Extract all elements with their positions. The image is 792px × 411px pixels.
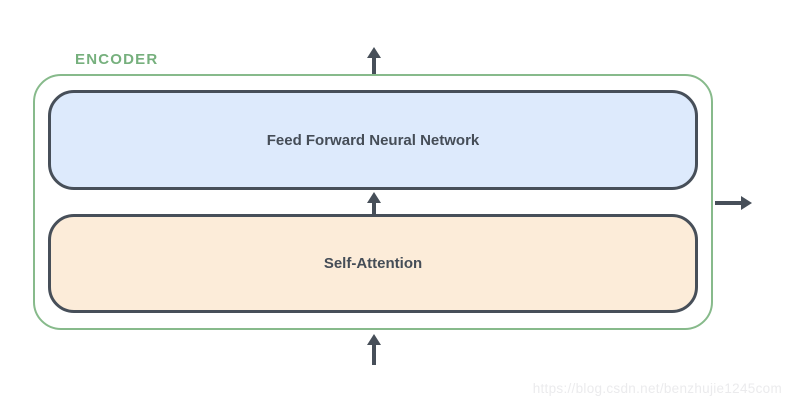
arrow-shaft [372,203,376,214]
watermark: https://blog.csdn.net/benzhujie1245com [532,381,782,396]
side-output-arrow-right-icon [715,196,752,210]
arrow-head-icon [367,47,381,58]
arrow-shaft [372,345,376,365]
feed-forward-label: Feed Forward Neural Network [266,131,480,149]
self-attention-label: Self-Attention [323,255,423,272]
arrow-head-icon [741,196,752,210]
arrow-head-icon [367,334,381,345]
feed-forward-block: Feed Forward Neural Network [48,90,698,190]
encoder-label: ENCODER [75,51,159,68]
arrow-head-icon [367,192,381,203]
encoder-box [33,74,713,330]
input-arrow-up-icon [367,334,381,365]
self-attention-block: Self-Attention [48,214,698,313]
arrow-shaft [372,58,376,74]
attention-to-ffn-arrow-up-icon [367,192,381,214]
arrow-shaft [715,201,741,205]
output-arrow-up-icon [367,47,381,74]
